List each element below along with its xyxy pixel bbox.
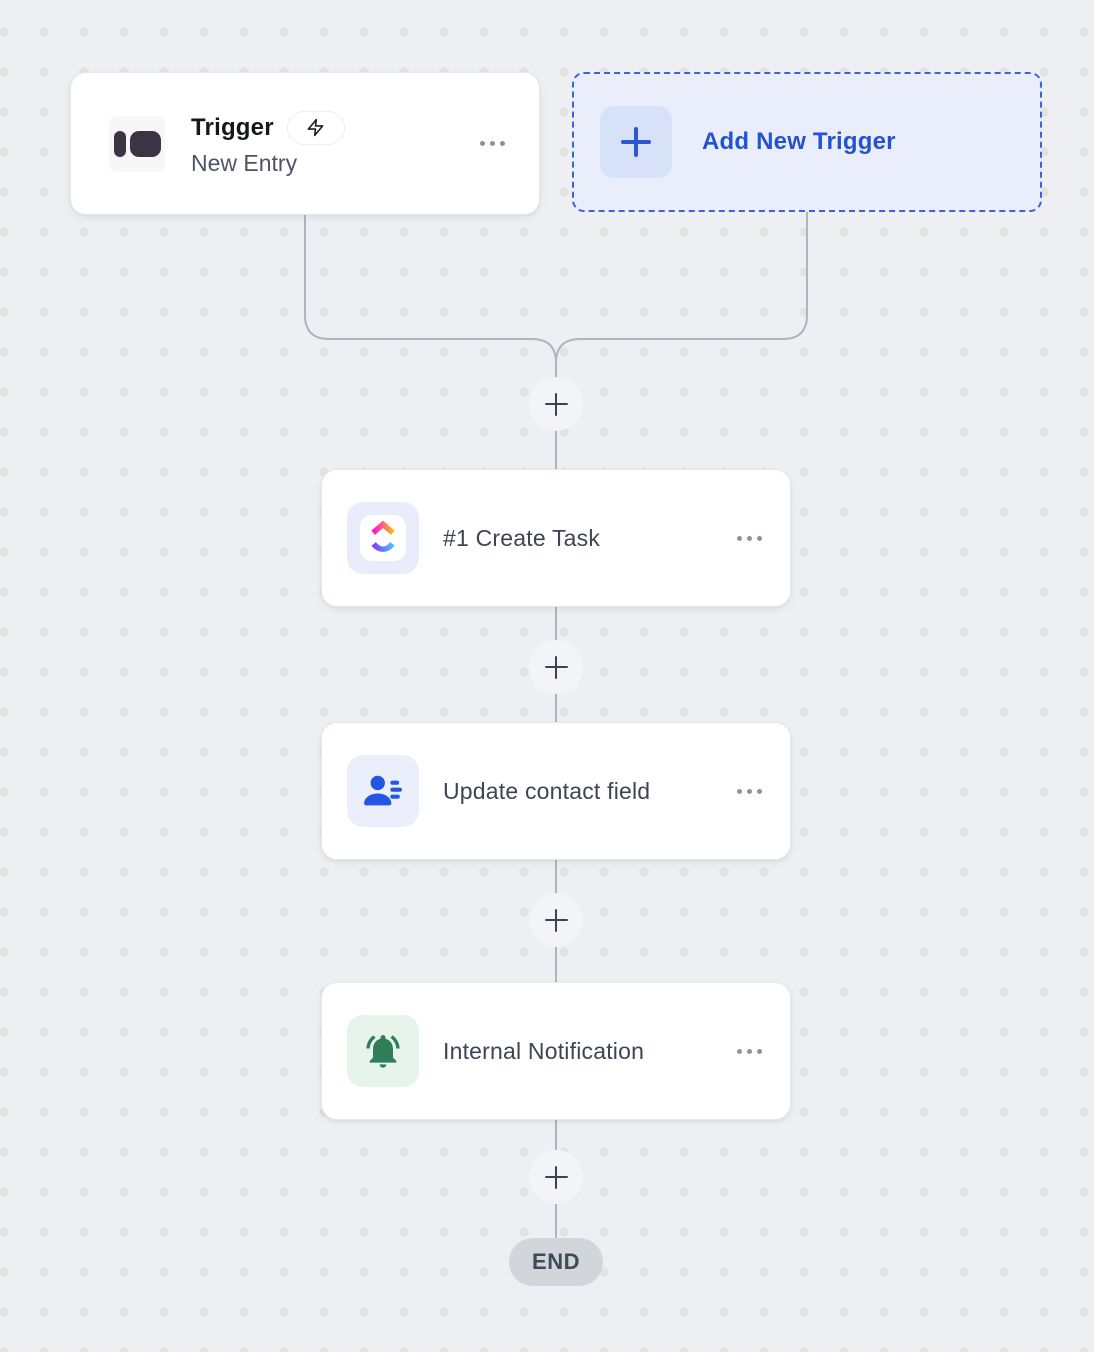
add-step-button[interactable] xyxy=(529,1150,583,1204)
contact-card-icon xyxy=(347,755,419,827)
trigger-title: Trigger xyxy=(191,113,274,141)
step-menu-button[interactable] xyxy=(735,530,764,547)
add-trigger-branch-wire xyxy=(555,211,808,364)
tally-logo-icon xyxy=(109,115,165,172)
add-step-button[interactable] xyxy=(529,640,583,694)
add-step-button[interactable] xyxy=(529,377,583,431)
lightning-bolt-icon xyxy=(286,110,345,145)
clickup-logo-icon xyxy=(347,502,419,574)
plus-icon xyxy=(544,392,568,416)
plus-icon xyxy=(544,908,568,932)
trigger-branch-wire xyxy=(304,214,557,469)
add-new-trigger-label: Add New Trigger xyxy=(702,128,896,155)
step-menu-button[interactable] xyxy=(735,783,764,800)
step-menu-button[interactable] xyxy=(735,1043,764,1060)
add-step-button[interactable] xyxy=(529,893,583,947)
step-node-create-task[interactable]: #1 Create Task xyxy=(321,469,791,607)
trigger-subtitle: New Entry xyxy=(191,149,298,176)
plus-icon xyxy=(544,1165,568,1189)
step-label: Internal Notification xyxy=(443,1037,645,1064)
step-node-update-contact[interactable]: Update contact field xyxy=(321,722,791,860)
trigger-node[interactable]: Trigger New Entry xyxy=(70,72,540,215)
step-label: #1 Create Task xyxy=(443,524,601,551)
step-label: Update contact field xyxy=(443,777,651,804)
plus-icon xyxy=(600,106,672,178)
trigger-menu-button[interactable] xyxy=(478,135,507,152)
add-new-trigger-button[interactable]: Add New Trigger xyxy=(572,72,1042,212)
bell-ringing-icon xyxy=(347,1015,419,1087)
step-node-internal-notification[interactable]: Internal Notification xyxy=(321,982,791,1120)
end-node: END xyxy=(509,1238,603,1286)
plus-icon xyxy=(544,655,568,679)
